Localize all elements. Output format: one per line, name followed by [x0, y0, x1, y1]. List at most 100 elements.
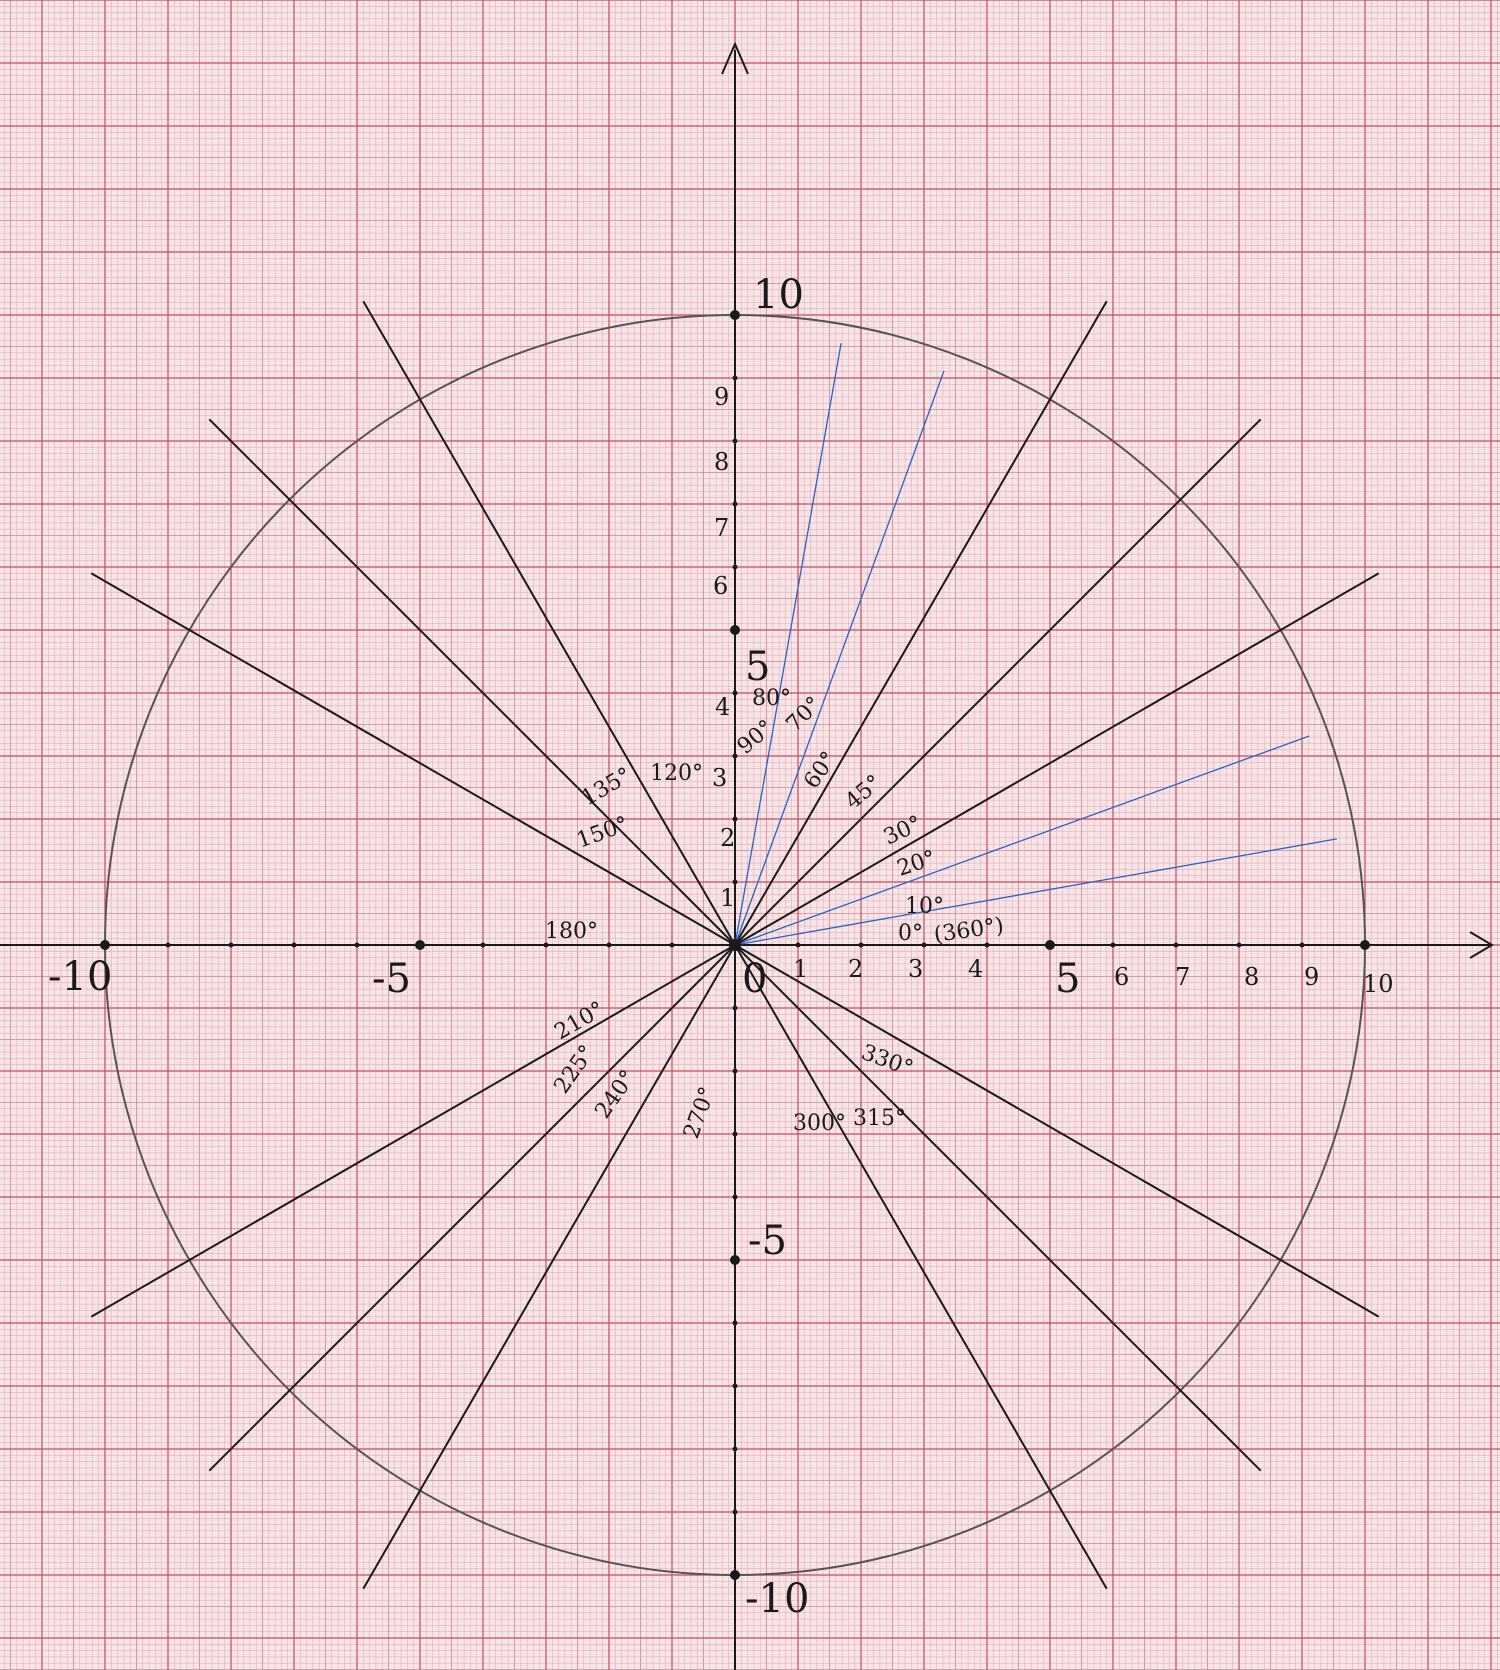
y-point-4	[732, 690, 738, 696]
x-tick-label-neg10: -10	[48, 954, 112, 1000]
y-point-5	[730, 625, 740, 635]
y-point--5	[730, 1255, 740, 1265]
x-tick-label-5: 5	[1055, 956, 1080, 1002]
angle-label-20: 20°	[894, 846, 939, 882]
y-point--7	[732, 1383, 738, 1389]
x-tick-label-6: 6	[1114, 963, 1129, 991]
x-point--2	[606, 942, 612, 948]
x-point--5	[415, 940, 425, 950]
x-point-9	[1299, 942, 1305, 948]
angle-label-90: 90°	[733, 715, 779, 759]
origin-point	[729, 939, 741, 951]
y-point--2	[732, 1068, 738, 1074]
axis-points	[100, 310, 1370, 1580]
x-point--3	[543, 942, 549, 948]
x-point-6	[1110, 942, 1116, 948]
y-point--8	[732, 1446, 738, 1452]
y-tick-label-1: 1	[720, 884, 735, 912]
origin-label: 0	[742, 956, 767, 1002]
y-point-10	[730, 310, 740, 320]
ray-300	[734, 944, 1108, 1590]
ray-20	[734, 735, 1310, 946]
x-point-2	[858, 942, 864, 948]
ray-330	[734, 944, 1380, 1318]
y-tick-label-6: 6	[713, 572, 728, 600]
x-tick-label-1: 1	[793, 955, 808, 983]
y-point--6	[732, 1320, 738, 1326]
x-point--6	[354, 942, 360, 948]
x-tick-label-9: 9	[1304, 963, 1319, 991]
angle-label-315: 315°	[853, 1106, 906, 1131]
y-tick-label-9: 9	[714, 383, 729, 411]
ray-225	[208, 944, 736, 1472]
ray-150	[90, 572, 736, 946]
y-point--9	[732, 1509, 738, 1515]
ray-120	[362, 300, 736, 946]
angle-label-120: 120°	[650, 761, 703, 786]
angle-label-10: 10°	[905, 894, 944, 919]
x-point--8	[228, 942, 234, 948]
y-tick-label-7: 7	[714, 514, 729, 542]
angle-label-180: 180°	[545, 919, 598, 944]
x-tick-label-3: 3	[908, 955, 923, 983]
x-point-7	[1173, 942, 1179, 948]
y-point-6	[732, 564, 738, 570]
ray-210	[90, 944, 736, 1318]
ray-240	[362, 944, 736, 1590]
x-point--1	[669, 942, 675, 948]
ray-60	[734, 300, 1108, 946]
x-tick-label-8: 8	[1244, 963, 1259, 991]
ray-30	[734, 572, 1380, 946]
ray-80	[734, 343, 842, 946]
y-point-3	[732, 753, 738, 759]
y-tick-label-5: 5	[745, 644, 770, 690]
x-point--10	[100, 940, 110, 950]
y-point--3	[732, 1131, 738, 1137]
x-tick-label-4: 4	[968, 955, 983, 983]
x-point-4	[984, 942, 990, 948]
x-tick-label-neg5: -5	[372, 956, 411, 1002]
ray-315	[734, 944, 1262, 1472]
ray-135	[208, 418, 736, 946]
ray-70	[734, 370, 945, 946]
y-tick-label-8: 8	[714, 448, 729, 476]
y-point-1	[732, 879, 738, 885]
y-tick-label-neg5: -5	[748, 1218, 787, 1264]
angle-label-240: 240°	[590, 1066, 641, 1124]
labels: 1 2 3 4 5 6 7 8 9 10 -5 -10 1 2 3 4 5 6 …	[48, 272, 1394, 1622]
x-tick-label-2: 2	[848, 955, 863, 983]
y-point--1	[732, 1005, 738, 1011]
y-point--4	[732, 1194, 738, 1200]
x-point-8	[1236, 942, 1242, 948]
y-point-2	[732, 816, 738, 822]
x-axis-arrow	[1469, 931, 1494, 959]
y-point-8	[732, 438, 738, 444]
angle-label-0: 0°	[898, 921, 923, 946]
y-point--10	[730, 1570, 740, 1580]
y-tick-label-3: 3	[712, 764, 727, 792]
y-tick-label-neg10: -10	[745, 1576, 809, 1622]
ray-45	[734, 418, 1262, 946]
x-point-10	[1360, 940, 1370, 950]
y-axis-arrow	[721, 41, 749, 75]
x-point-1	[795, 942, 801, 948]
x-tick-label-10: 10	[1363, 970, 1394, 998]
x-tick-label-7: 7	[1175, 963, 1190, 991]
angle-rays	[90, 300, 1380, 1590]
x-point--4	[480, 942, 486, 948]
x-point--9	[165, 942, 171, 948]
angle-label-30: 30°	[880, 811, 926, 850]
y-tick-label-10: 10	[753, 272, 804, 318]
y-point-7	[732, 501, 738, 507]
angle-label-270: 270°	[679, 1084, 721, 1142]
angle-label-300: 300°	[793, 1111, 846, 1136]
x-point-3	[921, 942, 927, 948]
y-tick-label-2: 2	[720, 824, 735, 852]
y-tick-label-4: 4	[715, 693, 730, 721]
